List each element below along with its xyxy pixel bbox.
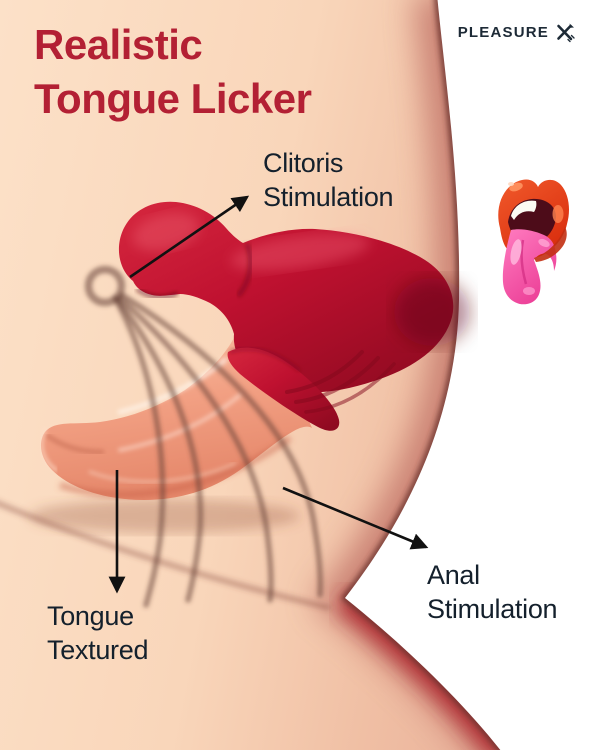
title-line1: Realistic [34, 21, 203, 68]
arrow-anal [282, 486, 429, 550]
x-sparkle-icon [557, 23, 575, 43]
brand-logo: PLEASURE [458, 21, 576, 43]
tongue-ground-shadow [0, 499, 331, 611]
ridge-grooves [285, 350, 396, 414]
title-line2: Tongue Licker [34, 75, 312, 122]
ring-and-cords-shadow [84, 265, 324, 608]
red-vibrator-body [118, 201, 470, 431]
callout-arrows [108, 195, 429, 594]
callout-anal-label: Anal Stimulation [427, 560, 558, 624]
callout-clitoris-label: Clitoris Stimulation [263, 148, 394, 212]
brand-name: PLEASURE [457, 23, 549, 41]
callout-tongue-label: Tongue Textured [47, 601, 149, 665]
page-title: Realistic Tongue Licker [34, 18, 312, 126]
mouth-icon [498, 179, 569, 305]
arrow-clitoris [129, 195, 250, 279]
